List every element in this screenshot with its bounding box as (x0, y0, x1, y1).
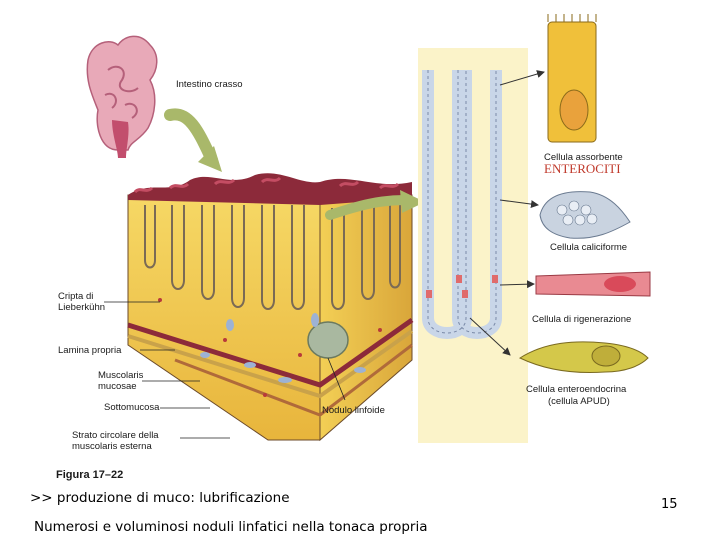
label-regeneration-cell: Cellula di rigenerazione (532, 314, 631, 325)
label-goblet-cell: Cellula caliciforme (550, 242, 627, 253)
regeneration-cell-drawing (535, 271, 651, 297)
label-muscularis-line1: Muscolaris (98, 370, 144, 381)
label-submucosa: Sottomucosa (104, 402, 160, 413)
label-enteroendocrine-line2: (cellula APUD) (548, 396, 610, 407)
label-enteroendocrine-line1: Cellula enteroendocrina (526, 384, 627, 395)
figure-caption: Figura 17–22 (56, 469, 123, 481)
label-large-intestine: Intestino crasso (176, 79, 243, 90)
label-circular-line2: muscolaris esterna (72, 441, 152, 452)
large-intestine-drawing (86, 35, 222, 172)
label-circular-line1: Strato circolare della (72, 430, 159, 441)
label-lamina-propria: Lamina propria (58, 345, 122, 356)
note-mucus-production: >> produzione di muco: lubrificazione (30, 490, 290, 506)
label-muscularis-line2: mucosae (98, 381, 137, 392)
cell-arrows (469, 70, 545, 356)
label-leaders (104, 301, 346, 439)
enteroendocrine-cell-drawing (518, 341, 649, 373)
goblet-cell-drawing (539, 191, 631, 239)
colon-wall-block (127, 173, 425, 442)
label-absorbent-cell: Cellula assorbente (544, 152, 623, 163)
label-enterocytes: ENTEROCITI (544, 161, 621, 176)
label-crypt-line1: Cripta di (58, 291, 93, 302)
label-crypt-line2: Lieberkühn (58, 302, 105, 313)
label-lymph-nodule: Nodulo linfoide (322, 405, 385, 416)
page-number: 15 (661, 497, 678, 512)
crypt-detail (418, 48, 528, 443)
note-lymph-nodules: Numerosi e voluminosi noduli linfatici n… (34, 519, 428, 535)
absorbent-cell-drawing (547, 14, 597, 143)
